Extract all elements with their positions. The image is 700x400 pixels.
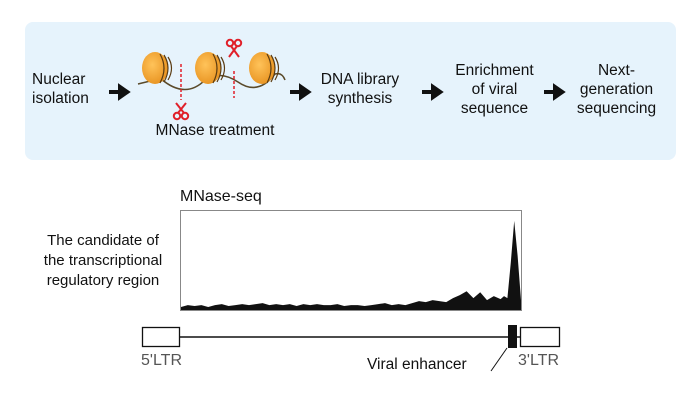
step-dna-library-synthesis: DNA library synthesis [320, 71, 400, 107]
right-arrow-icon [290, 83, 312, 101]
nucleosome-icon [249, 52, 280, 84]
right-arrow-icon [109, 83, 131, 101]
viral-enhancer-label: Viral enhancer [367, 356, 467, 373]
candidate-region-label: The candidate of the transcriptional reg… [43, 232, 163, 289]
step-mnase-treatment: MNase treatment [155, 122, 275, 139]
nucleosome-icon [142, 52, 173, 84]
right-arrow-icon [422, 83, 444, 101]
enhancer-leader-line [490, 347, 508, 372]
step-nuclear-isolation: Nuclear isolation [32, 71, 89, 107]
profile-area [181, 220, 521, 310]
ltr3-box [519, 326, 561, 348]
workflow-panel [25, 22, 676, 160]
step-enrichment: Enrichment of viral sequence [455, 62, 534, 117]
ltr3-label: 3'LTR [518, 352, 559, 369]
right-arrow-icon [544, 83, 566, 101]
ltr5-label: 5'LTR [141, 352, 182, 369]
scissors-icon [225, 38, 243, 58]
scissors-icon [172, 102, 190, 121]
viral-enhancer-box [508, 325, 517, 348]
step-ngs: Next- generation sequencing [576, 62, 657, 117]
nucleosome-icon [195, 52, 226, 84]
profile-signal [181, 220, 521, 310]
ltr5-box [141, 326, 181, 348]
profile-title: MNase-seq [180, 188, 262, 205]
